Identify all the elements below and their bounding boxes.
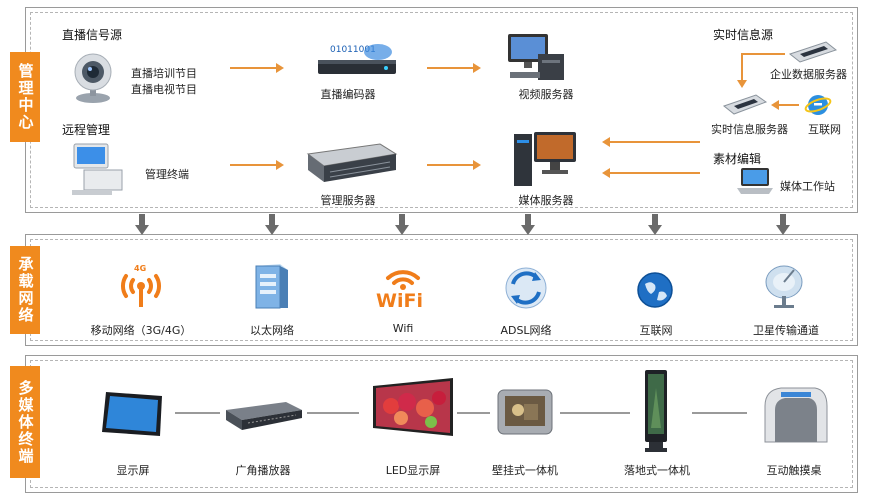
terminal-label-wall: 壁挂式一体机 [492,464,558,477]
arrow-live-to-encoder [230,63,284,73]
media-workstation-icon [735,166,775,196]
wide-angle-player-icon [224,400,304,432]
adsl-icon [503,266,549,310]
terminal-label-floor: 落地式一体机 [624,464,690,477]
terminal-label-led: LED显示屏 [385,464,441,477]
arrow-mgmt-server-to-media [427,160,481,170]
internet-ie-icon [804,92,832,118]
arrow-encoder-to-video [427,63,481,73]
led-screen-icon [371,376,455,440]
arrow-enterprise-line [741,53,785,55]
management-terminal-label: 管理终端 [145,168,189,181]
media-server-icon [512,128,578,190]
terminal-label-player: 广角播放器 [235,464,291,477]
live-item-training: 直播培训节目 [131,67,197,80]
ethernet-server-icon [252,262,292,310]
enterprise-server-icon [788,40,838,64]
live-source-heading: 直播信号源 [62,28,123,42]
remote-mgmt-heading: 远程管理 [62,123,111,137]
satellite-dish-icon [762,262,806,310]
management-server-label: 管理服务器 [320,194,376,207]
internet-label: 互联网 [808,123,841,136]
live-item-tv: 直播电视节目 [131,83,197,96]
svg-text:01011001: 01011001 [330,45,376,55]
arrow-enterprise-to-realtime [737,54,747,88]
down-arrow-6 [776,214,790,236]
live-encoder-icon: 01011001 [316,40,400,80]
terminal-label-touch-table: 互动触摸桌 [766,464,822,477]
material-edit-heading: 素材编辑 [713,152,762,166]
management-center-panel [25,7,858,213]
carrier-label-satellite: 卫星传输通道 [753,324,819,337]
wifi-icon: WiFi [372,262,434,312]
arrow-workstation-to-media [602,168,700,178]
management-terminal-icon [70,142,126,196]
connector-1 [175,412,220,414]
enterprise-server-label: 企业数据服务器 [770,68,847,81]
floor-standing-kiosk-icon [641,368,671,454]
down-arrow-3 [395,214,409,236]
carrier-label-internet: 互联网 [639,324,673,337]
connector-5 [692,412,747,414]
realtime-source-heading: 实时信息源 [713,28,774,42]
wall-mounted-kiosk-icon [494,386,556,440]
media-workstation-label: 媒体工作站 [780,180,835,193]
webcam-icon [68,50,118,104]
connector-2 [307,412,359,414]
arrow-realtime-to-media [602,137,700,147]
arrow-internet-to-realtime [771,100,799,110]
touch-table-icon [757,384,831,444]
section-label-terminal: 多媒体终端 [10,366,40,478]
down-arrow-5 [648,214,662,236]
down-arrow-4 [521,214,535,236]
carrier-label-ethernet: 以太网络 [250,324,294,337]
down-arrow-1 [135,214,149,236]
video-server-label: 视频服务器 [518,88,574,101]
connector-4 [560,412,630,414]
carrier-label-adsl: ADSL网络 [500,324,552,337]
terminal-label-display: 显示屏 [116,464,150,477]
carrier-label-mobile: 移动网络（3G/4G） [90,324,192,337]
section-label-management: 管理中心 [10,52,40,142]
display-screen-icon [100,390,166,438]
connector-3 [457,412,490,414]
mobile-network-icon: 4G [118,262,164,310]
realtime-server-label: 实时信息服务器 [711,123,788,136]
arrow-terminal-to-mgmt-server [230,160,284,170]
svg-text:4G: 4G [134,264,146,273]
video-server-icon [504,32,566,84]
section-label-carrier: 承载网络 [10,246,40,334]
realtime-server-icon [722,92,768,116]
svg-text:WiFi: WiFi [376,290,423,310]
carrier-label-wifi: Wifi [392,322,414,335]
management-server-icon [306,140,398,186]
down-arrow-2 [265,214,279,236]
media-server-label: 媒体服务器 [518,194,574,207]
internet-globe-icon [635,270,675,310]
live-encoder-label: 直播编码器 [320,88,376,101]
